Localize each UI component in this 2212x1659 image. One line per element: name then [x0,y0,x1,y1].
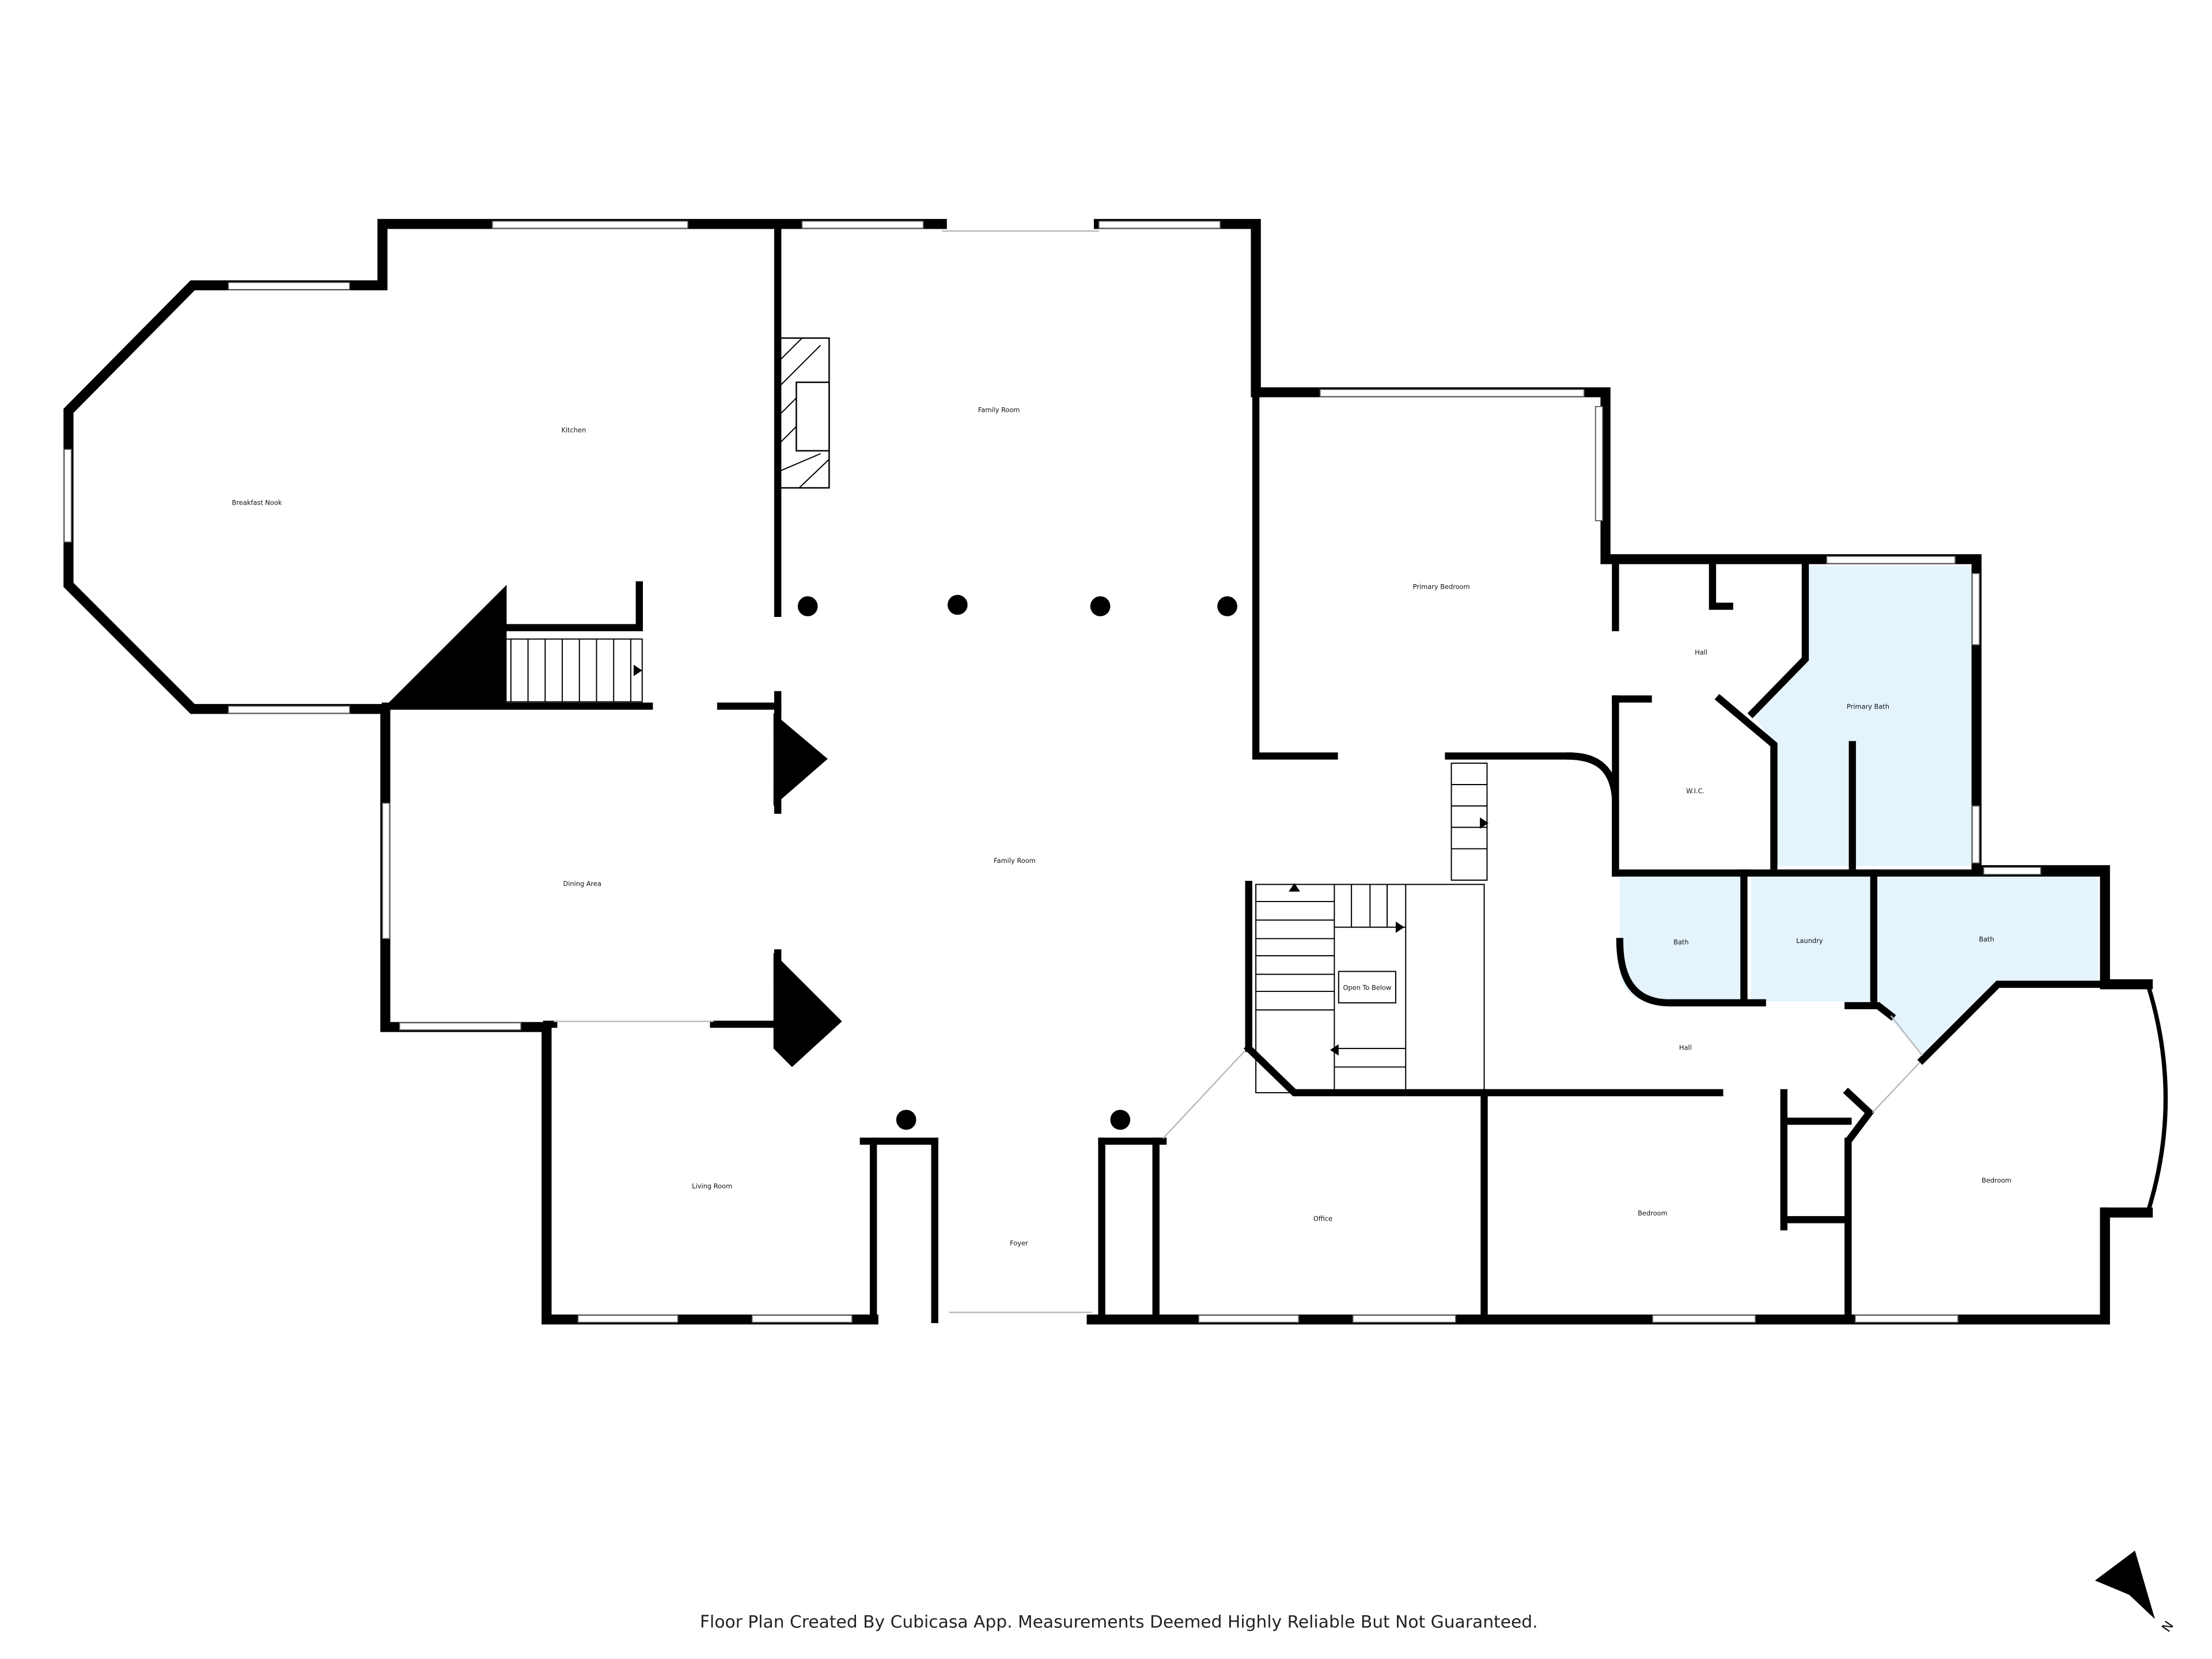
label-family-room-upper: Family Room [978,406,1020,414]
stair-arrow-icon [633,664,642,676]
label-open-to-below: Open To Below [1343,984,1391,992]
label-breakfast-nook: Breakfast Nook [232,499,282,507]
label-foyer: Foyer [1010,1239,1028,1247]
laundry-fill [1751,876,1871,1002]
north-arrow-icon: N [2094,1550,2177,1635]
bath-left-fill [1619,876,1743,1002]
label-family-room-lower: Family Room [994,857,1036,865]
stairs [459,638,1488,1093]
windows [63,220,2041,1323]
room-labels: Breakfast Nook Kitchen Family Room Famil… [232,406,2012,1247]
label-dining-area: Dining Area [563,880,602,888]
label-primary-bath: Primary Bath [1847,703,1889,711]
label-bath-left: Bath [1673,938,1688,946]
compass-label: N [2159,1619,2177,1635]
openings [554,230,1923,1313]
label-laundry: Laundry [1796,937,1823,945]
label-bedroom-right: Bedroom [1982,1176,2011,1184]
label-office: Office [1313,1215,1332,1223]
footer-disclaimer: Floor Plan Created By Cubicasa App. Meas… [700,1612,1538,1633]
label-kitchen: Kitchen [562,426,586,434]
bath-right-fill [1878,876,2098,1056]
label-bedroom-middle: Bedroom [1638,1209,1667,1217]
primary-bath-fill [1752,566,1974,866]
label-hall-lower: Hall [1679,1044,1692,1052]
label-living-room: Living Room [692,1182,732,1190]
label-primary-bedroom: Primary Bedroom [1413,583,1470,591]
label-hall-upper: Hall [1695,649,1707,657]
fireplace [779,337,830,489]
label-bath-right: Bath [1979,935,1994,943]
label-wic: W.I.C. [1686,787,1705,795]
columns [797,594,1237,1130]
